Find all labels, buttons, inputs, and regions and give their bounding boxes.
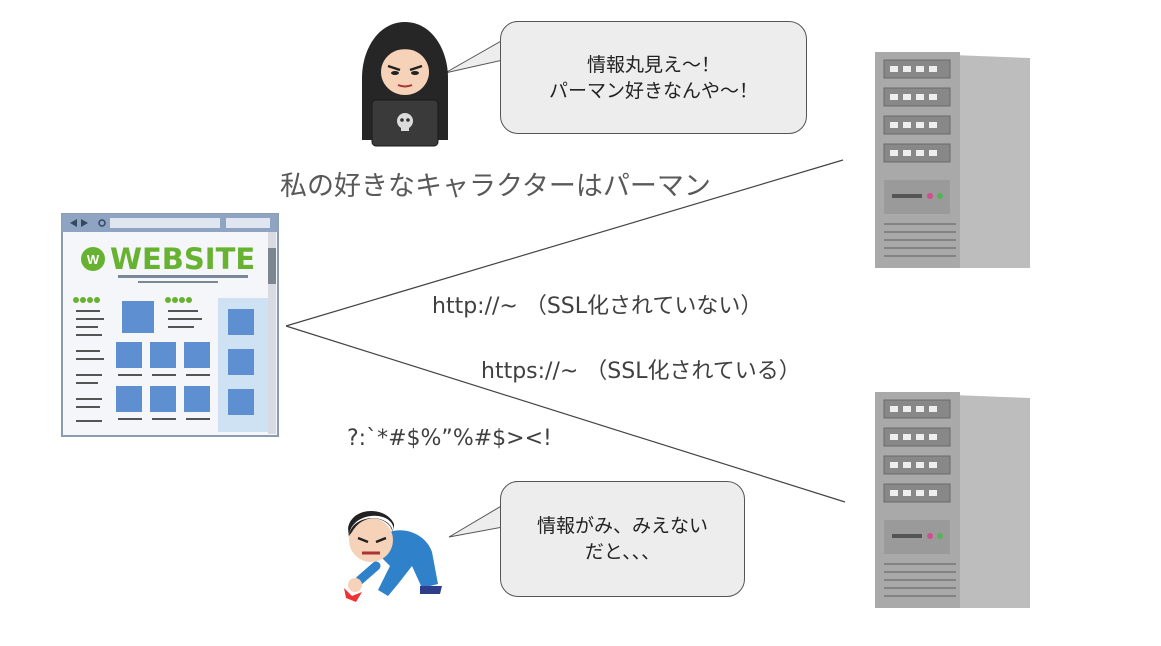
encrypted-text: ?:`*#$%”%#$><!: [347, 426, 552, 451]
hacker-icon: [362, 22, 448, 147]
hacker-speech-line-1: 情報丸見え～！: [586, 53, 720, 76]
https-connection-line: [285, 325, 846, 503]
server-top-icon: [875, 52, 1030, 268]
frustrated-person-icon: [344, 510, 442, 602]
plain-message-text: 私の好きなキャラクターはパーマン: [280, 171, 711, 202]
server-bottom-icon: [875, 392, 1030, 608]
hacker-speech-line-2: パーマン好きなんや～！: [548, 79, 758, 102]
frustrated-speech-line-2: だと、、、: [584, 541, 661, 563]
website-logo-text: WEBSITE: [110, 242, 256, 276]
frustrated-speech-bubble: 情報がみ、みえない だと、、、: [500, 481, 745, 597]
website-icon: W: [61, 213, 279, 437]
https-label: https://~ （SSL化されている）: [481, 359, 801, 384]
hacker-speech-bubble: 情報丸見え～！ パーマン好きなんや～！: [500, 21, 807, 134]
http-label: http://~ （SSL化されていない）: [432, 294, 763, 319]
http-connection-line: [285, 159, 844, 327]
svg-text:W: W: [87, 252, 100, 267]
frustrated-speech-line-1: 情報がみ、みえない: [536, 515, 708, 537]
